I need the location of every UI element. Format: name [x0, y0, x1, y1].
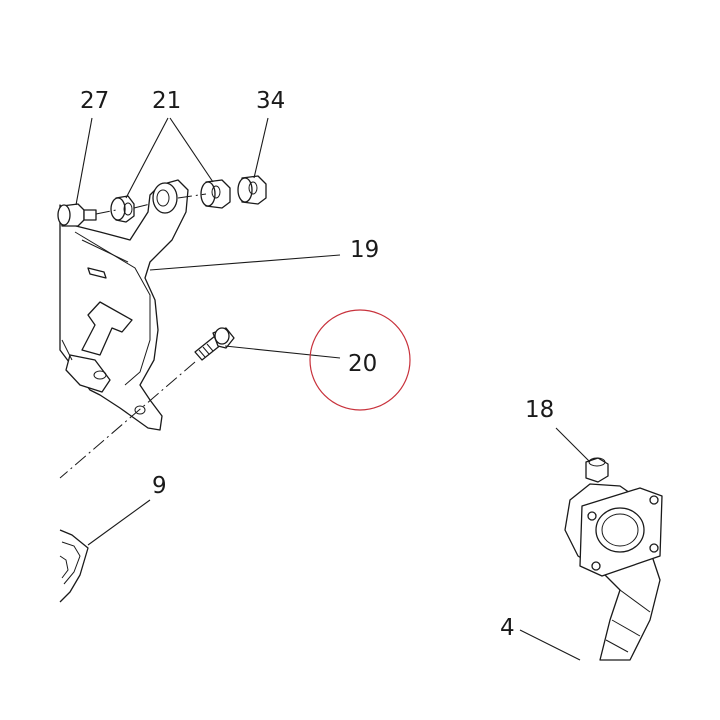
bracket-part-19	[59, 179, 189, 431]
leader-21-left	[125, 117, 169, 199]
bushing-part-21-right	[200, 179, 231, 209]
pin-part-27	[57, 203, 97, 227]
leader-9	[87, 499, 151, 546]
nut-part-18	[585, 457, 609, 483]
callout-19: 19	[350, 237, 379, 263]
pipe-part-4	[564, 483, 663, 661]
callout-27: 27	[80, 88, 109, 114]
callout-34: 34	[256, 88, 285, 114]
leader-19	[149, 254, 341, 271]
callout-18: 18	[525, 397, 554, 423]
leader-34	[253, 117, 269, 179]
callout-4: 4	[500, 615, 515, 641]
callout-20: 20	[348, 351, 377, 377]
leader-27	[75, 117, 93, 206]
gasket-part-9	[59, 529, 89, 603]
callout-9: 9	[152, 473, 167, 499]
leader-20	[224, 345, 341, 359]
bolt-part-20	[194, 327, 235, 361]
bolt-axis-line	[59, 361, 196, 479]
bushing-part-21-left	[110, 195, 135, 223]
highlight-circle	[309, 309, 411, 411]
leader-4	[519, 629, 581, 661]
leader-lines	[75, 117, 591, 661]
callout-21: 21	[152, 88, 181, 114]
leader-18	[555, 427, 591, 463]
washer-part-34	[237, 175, 267, 205]
leader-21-right	[169, 117, 214, 183]
assembly-axis-line	[95, 193, 207, 215]
